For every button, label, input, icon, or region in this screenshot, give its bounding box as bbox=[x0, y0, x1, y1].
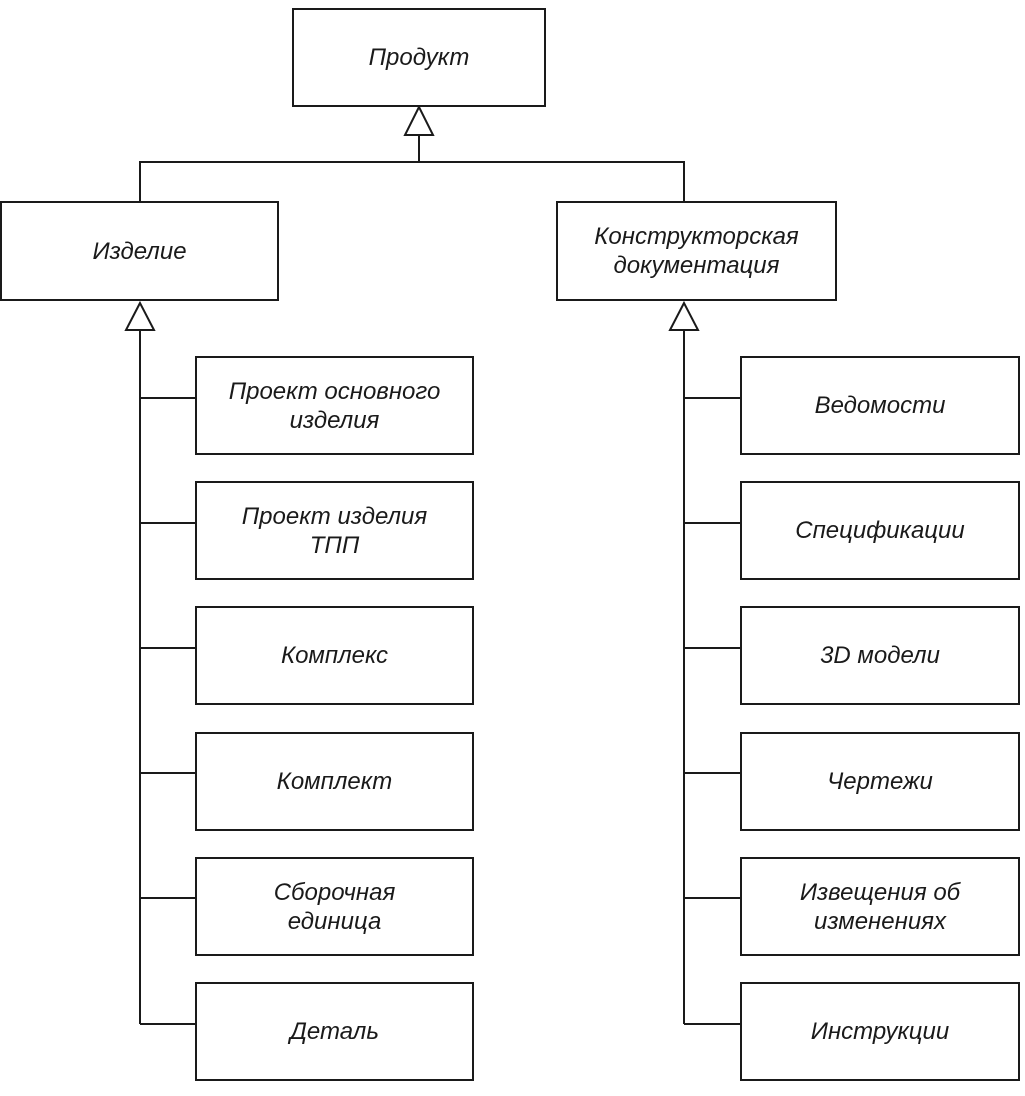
node-label: Деталь bbox=[290, 1018, 379, 1045]
node-statements: Ведомости bbox=[740, 356, 1020, 455]
node-label: Спецификации bbox=[795, 517, 965, 544]
node-label: Сборочная единица bbox=[273, 878, 396, 935]
node-design-documentation-label: Конструкторская документация bbox=[594, 223, 799, 279]
node-design-documentation: Конструкторская документация bbox=[556, 201, 837, 301]
node-assembly-unit: Сборочная единица bbox=[195, 857, 474, 956]
node-label: Проект изделия ТПП bbox=[241, 502, 428, 559]
node-product-label: Продукт bbox=[368, 44, 470, 71]
node-product: Продукт bbox=[292, 8, 546, 107]
node-label: Проект основного изделия bbox=[228, 377, 441, 434]
node-part: Деталь bbox=[195, 982, 474, 1081]
node-drawings: Чертежи bbox=[740, 732, 1020, 831]
left-inheritance-arrow bbox=[124, 300, 156, 331]
root-inheritance-arrow bbox=[403, 104, 435, 136]
node-complex: Комплекс bbox=[195, 606, 474, 705]
node-instructions: Инструкции bbox=[740, 982, 1020, 1081]
node-change-notices: Извещения об изменениях bbox=[740, 857, 1020, 956]
node-3d-models: 3D модели bbox=[740, 606, 1020, 705]
node-label: Комплекс bbox=[280, 642, 389, 669]
node-label: 3D модели bbox=[820, 642, 940, 669]
node-label: Ведомости bbox=[814, 392, 946, 419]
node-label: Извещения об изменениях bbox=[799, 878, 961, 935]
node-specifications: Спецификации bbox=[740, 481, 1020, 580]
node-label: Комплект bbox=[276, 768, 393, 795]
root-connector bbox=[139, 135, 685, 201]
node-izdelie: Изделие bbox=[0, 201, 279, 301]
node-kit: Комплект bbox=[195, 732, 474, 831]
node-label: Инструкции bbox=[810, 1018, 950, 1045]
node-label: Чертежи bbox=[827, 768, 933, 795]
node-main-product-project: Проект основного изделия bbox=[195, 356, 474, 455]
node-tpp-product-project: Проект изделия ТПП bbox=[195, 481, 474, 580]
node-izdelie-label: Изделие bbox=[92, 237, 187, 265]
right-inheritance-arrow bbox=[668, 300, 700, 331]
